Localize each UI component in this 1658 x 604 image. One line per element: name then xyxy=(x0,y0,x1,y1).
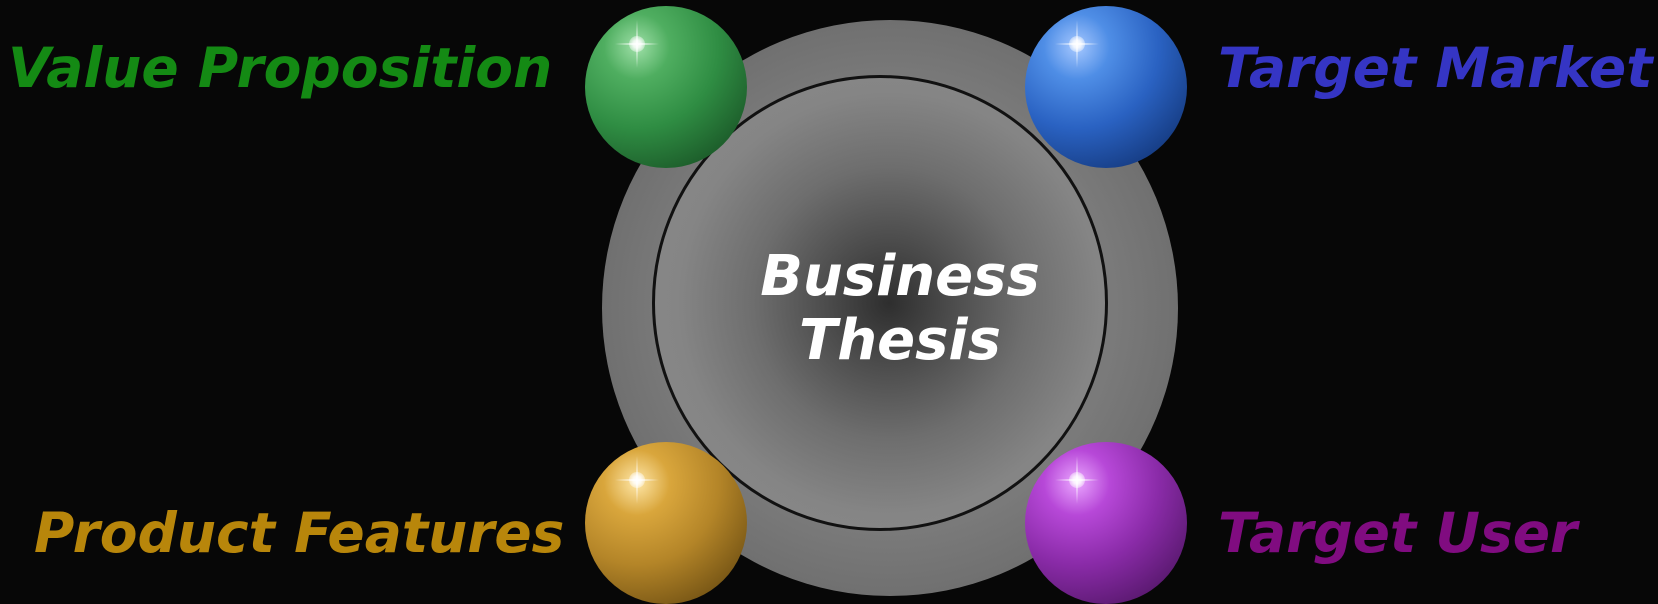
gold-sphere-icon xyxy=(585,442,747,604)
hub-inner-circle xyxy=(652,75,1108,531)
value-proposition-label: Value Proposition xyxy=(8,36,553,100)
sphere-highlight xyxy=(615,20,659,68)
blue-sphere-icon xyxy=(1025,6,1187,168)
target-user-label: Target User xyxy=(1218,501,1578,565)
center-title: Business Thesis xyxy=(700,245,1100,373)
center-title-line1: Business xyxy=(760,244,1040,309)
center-title-line2: Thesis xyxy=(799,308,1001,373)
purple-sphere-icon xyxy=(1025,442,1187,604)
sphere-highlight xyxy=(1055,20,1099,68)
sphere-highlight xyxy=(1055,456,1099,504)
target-market-label: Target Market xyxy=(1218,36,1653,100)
green-sphere-icon xyxy=(585,6,747,168)
product-features-label: Product Features xyxy=(34,501,565,565)
sphere-highlight xyxy=(615,456,659,504)
